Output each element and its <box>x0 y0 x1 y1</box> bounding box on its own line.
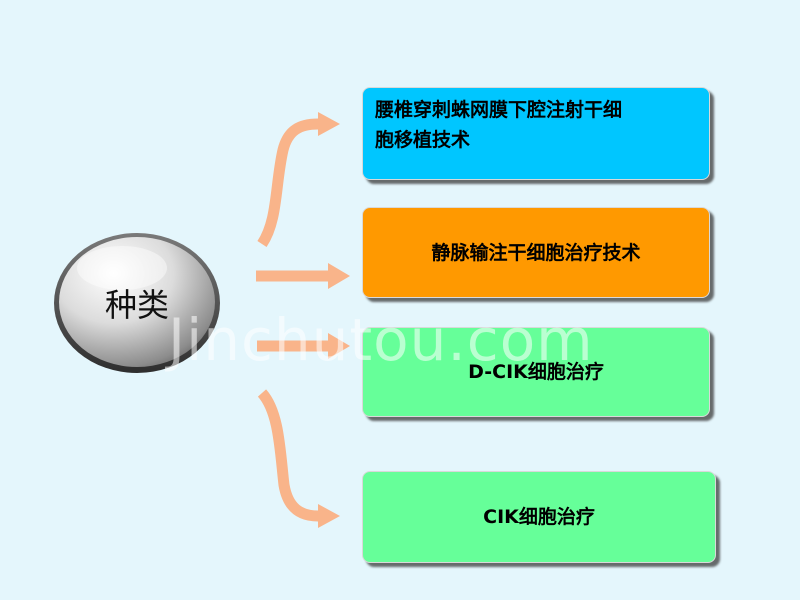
connector-arrow-1 <box>257 118 320 248</box>
item-box-text: D-CIK细胞治疗 <box>468 361 604 383</box>
arrowhead-4 <box>318 504 340 528</box>
item-box-text-line: 腰椎穿刺蛛网膜下腔注射干细 <box>375 99 623 121</box>
item-box-lumbar-puncture: 腰椎穿刺蛛网膜下腔注射干细 胞移植技术 <box>362 87 710 180</box>
item-box-text: 静脉输注干细胞治疗技术 <box>431 241 641 264</box>
center-sphere-highlight <box>77 246 167 290</box>
item-box-text-line: 胞移植技术 <box>375 129 471 151</box>
arrowhead-3 <box>328 333 350 359</box>
arrowhead-1 <box>318 112 340 136</box>
item-box-d-cik: D-CIK细胞治疗 <box>362 327 710 417</box>
item-box-iv-infusion: 静脉输注干细胞治疗技术 <box>362 207 710 298</box>
item-box-text: CIK细胞治疗 <box>483 506 595 528</box>
item-box-cik: CIK细胞治疗 <box>362 471 716 563</box>
center-sphere <box>59 237 215 367</box>
center-label: 种类 <box>104 286 169 324</box>
arrowhead-2 <box>328 263 350 289</box>
connector-arrow-4 <box>257 389 320 522</box>
